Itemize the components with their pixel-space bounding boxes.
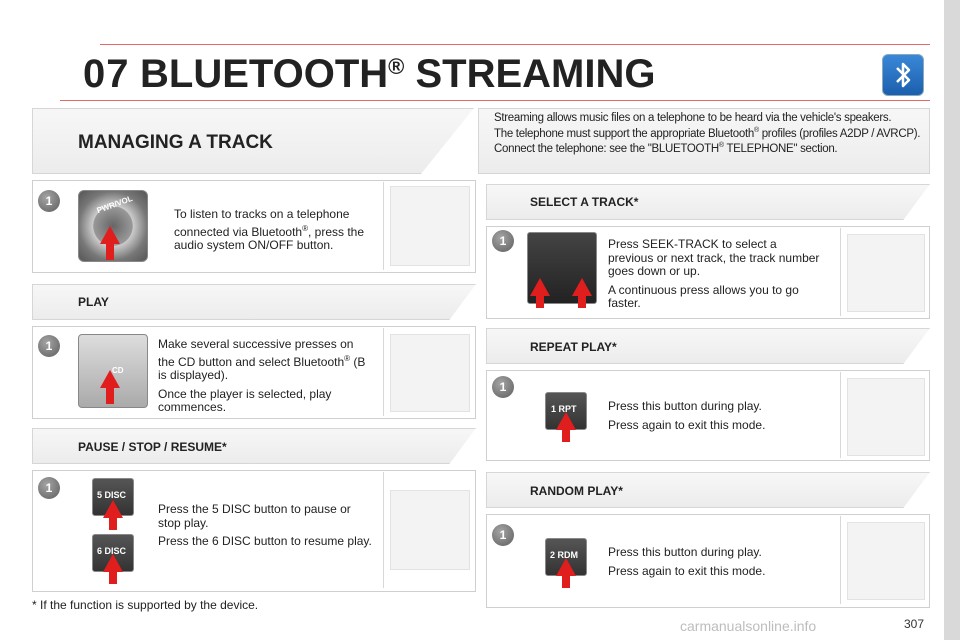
- panel-divider: [840, 228, 841, 316]
- step-badge: 1: [38, 190, 60, 212]
- press-arrow: [103, 500, 123, 530]
- panel-divider: [383, 472, 384, 588]
- radio-thumbnail: [390, 334, 470, 412]
- panel-divider: [840, 372, 841, 458]
- disc5-label: 5 DISC: [97, 490, 127, 500]
- bluetooth-icon: [882, 54, 924, 96]
- page-edge-strip: [944, 0, 960, 640]
- pause-text: Press the 5 DISC button to pause or stop…: [158, 502, 372, 548]
- turn-on-text: To listen to tracks on a telephone conne…: [174, 207, 365, 252]
- intro-text: Streaming allows music files on a teleph…: [494, 112, 921, 155]
- seek-back-arrow: [530, 278, 550, 308]
- page-title: BLUETOOTH® STREAMING: [140, 52, 656, 96]
- pause-title: PAUSE / STOP / RESUME*: [78, 440, 227, 454]
- panel-divider: [840, 516, 841, 604]
- header-rule-bottom: [60, 100, 930, 101]
- radio-thumbnail: [390, 490, 470, 570]
- chapter-number: 07: [83, 52, 130, 96]
- select-heading-box: [486, 184, 930, 220]
- panel-divider: [383, 182, 384, 270]
- random-text: Press this button during play. Press aga…: [608, 545, 766, 578]
- radio-thumbnail: [847, 522, 925, 600]
- select-text: Press SEEK-TRACK to select a previous or…: [608, 237, 820, 310]
- repeat-text: Press this button during play. Press aga…: [608, 399, 766, 432]
- header-rule-top: [100, 44, 930, 45]
- play-heading-box: [32, 284, 476, 320]
- rdm-label: 2 RDM: [550, 550, 579, 560]
- select-title: SELECT A TRACK*: [530, 195, 639, 209]
- step-badge: 1: [492, 230, 514, 252]
- random-heading-box: [486, 472, 930, 508]
- step-badge: 1: [38, 335, 60, 357]
- intro-box: [478, 108, 930, 174]
- random-title: RANDOM PLAY*: [530, 484, 623, 498]
- pause-heading-box: [32, 428, 476, 464]
- repeat-title: REPEAT PLAY*: [530, 340, 617, 354]
- radio-thumbnail: [847, 378, 925, 456]
- rpt-label: 1 RPT: [551, 404, 577, 414]
- press-arrow: [103, 554, 123, 584]
- radio-thumbnail: [847, 234, 925, 312]
- step-badge: 1: [38, 477, 60, 499]
- repeat-heading-box: [486, 328, 930, 364]
- play-title: PLAY: [78, 295, 109, 309]
- press-arrow: [100, 226, 120, 260]
- radio-thumbnail: [390, 186, 470, 266]
- page-number: 307: [904, 617, 925, 631]
- press-arrow: [556, 412, 576, 442]
- disc6-label: 6 DISC: [97, 546, 127, 556]
- press-arrow: [100, 370, 120, 404]
- footnote: * If the function is supported by the de…: [32, 598, 259, 612]
- panel-divider: [383, 328, 384, 416]
- step-badge: 1: [492, 524, 514, 546]
- play-text: Make several successive presses on the C…: [158, 337, 366, 414]
- managing-title: MANAGING A TRACK: [78, 132, 273, 153]
- step-badge: 1: [492, 376, 514, 398]
- press-arrow: [556, 558, 576, 588]
- watermark: carmanualsonline.info: [680, 618, 817, 634]
- seek-forward-arrow: [572, 278, 592, 308]
- managing-heading-box: [32, 108, 474, 174]
